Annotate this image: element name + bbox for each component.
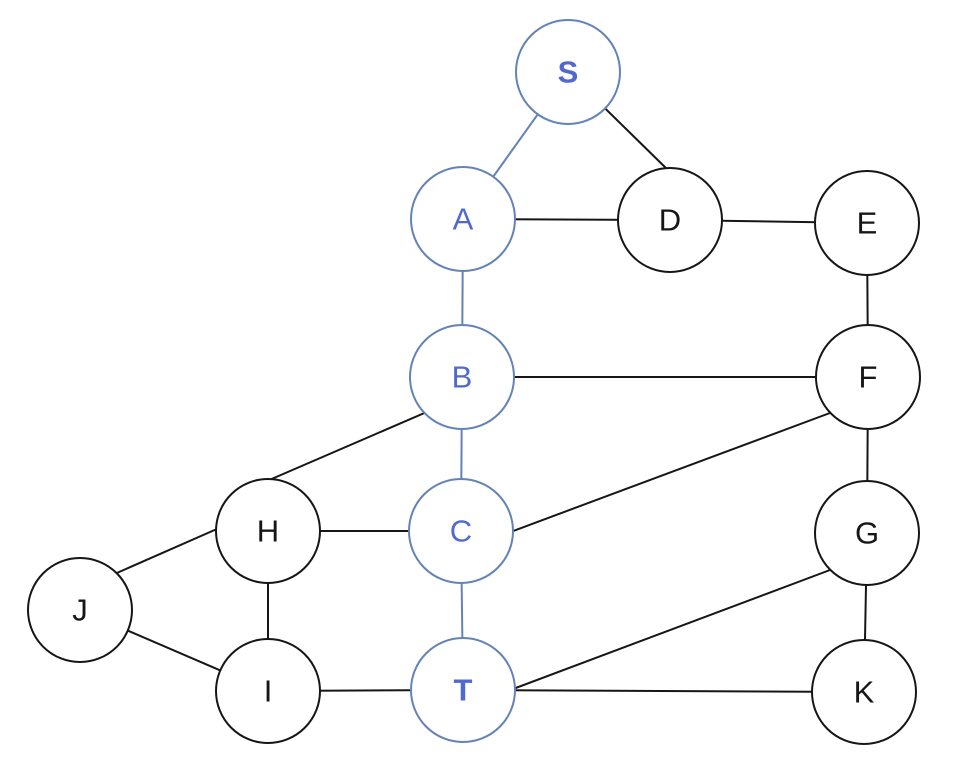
node-S (515, 19, 621, 125)
edge-C-F (504, 409, 839, 535)
node-D (617, 167, 723, 273)
edge-B-H (259, 407, 437, 485)
node-label-K: K (854, 675, 875, 710)
node-A (410, 166, 516, 272)
node-label-C: C (450, 514, 472, 549)
node-label-B: B (452, 360, 473, 395)
node-label-E: E (857, 206, 878, 241)
edge-G-T (504, 566, 839, 693)
node-T (410, 637, 516, 743)
node-C (408, 478, 514, 584)
node-label-G: G (855, 516, 879, 551)
node-label-I: I (264, 674, 273, 709)
node-G (814, 480, 920, 586)
node-label-H: H (257, 514, 279, 549)
node-I (215, 638, 321, 744)
node-E (814, 170, 920, 276)
node-label-T: T (454, 673, 473, 708)
node-label-F: F (859, 360, 878, 395)
node-J (27, 557, 133, 663)
node-B (409, 324, 515, 430)
node-label-A: A (453, 202, 474, 237)
node-K (811, 639, 917, 745)
node-H (215, 478, 321, 584)
node-label-D: D (659, 203, 681, 238)
node-label-S: S (558, 55, 579, 90)
node-F (815, 324, 921, 430)
edge-H-J (109, 524, 227, 577)
edge-T-K (462, 689, 865, 693)
node-label-J: J (72, 593, 88, 628)
